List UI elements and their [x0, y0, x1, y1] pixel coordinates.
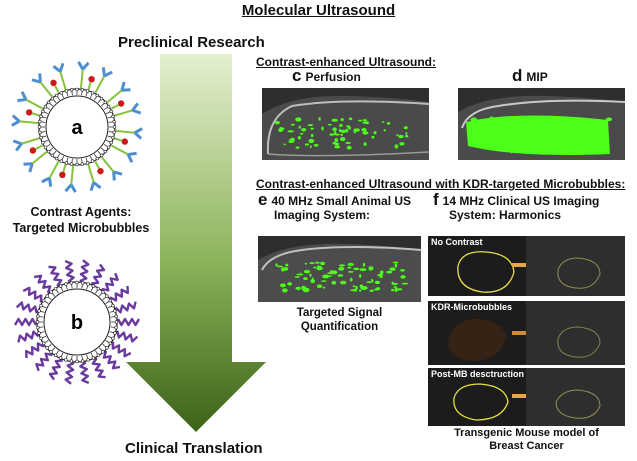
panel-c-letter: c — [292, 66, 302, 85]
panel-e-line1: 40 MHz Small Animal US — [271, 194, 412, 208]
section2-heading: Contrast-enhanced Ultrasound with KDR-ta… — [256, 177, 626, 191]
panel-d-text: MIP — [526, 70, 548, 84]
panel-c-text: Perfusion — [305, 70, 361, 84]
panel-f-caption-line1: Transgenic Mouse model of — [454, 427, 599, 439]
panel-f-letter: f — [433, 190, 439, 209]
preclinical-label: Preclinical Research — [118, 34, 265, 51]
microbubble-a: a — [11, 61, 143, 193]
figure-title: Molecular Ultrasound — [241, 2, 396, 19]
panel-f-caption: Transgenic Mouse model of Breast Cancer — [428, 427, 625, 453]
panel-e-caption: Targeted Signal Quantification — [272, 306, 407, 334]
panel-f-tag-3: Post-MB desctruction — [431, 369, 525, 379]
translation-arrow — [126, 54, 266, 432]
panel-e-caption-line2: Quantification — [300, 321, 379, 333]
panel-e-image — [258, 236, 421, 302]
clinical-label: Clinical Translation — [125, 440, 263, 457]
panel-f-tag-2: KDR-Microbubbles — [431, 302, 512, 312]
panel-d-image — [458, 88, 625, 160]
panel-f-caption-line2: Breast Cancer — [489, 440, 564, 452]
caption-line-1: Contrast Agents: — [30, 205, 132, 219]
microbubble-caption: Contrast Agents: Targeted Microbubbles — [2, 204, 160, 236]
panel-f-post-destruction: Post-MB desctruction — [428, 368, 625, 426]
caption-line-2: Targeted Microbubbles — [12, 221, 150, 235]
panel-f-kdr-microbubbles: KDR-Microbubbles — [428, 301, 625, 365]
panel-f-line1: 14 MHz Clinical US Imaging — [442, 194, 600, 208]
panel-f-line2: System: Harmonics — [449, 208, 562, 222]
microbubble-b-letter: b — [71, 312, 83, 334]
panel-f-no-contrast: No Contrast — [428, 236, 625, 296]
panel-e-caption-line1: Targeted Signal — [296, 307, 383, 319]
panel-f-tag-1: No Contrast — [431, 237, 483, 247]
panel-e-line2: Imaging System: — [274, 208, 371, 222]
panel-c-image — [262, 88, 429, 160]
panel-e-letter: e — [258, 190, 268, 209]
microbubble-a-letter: a — [71, 117, 83, 139]
panel-d-letter: d — [512, 66, 523, 85]
section1-heading: Contrast-enhanced Ultrasound: — [256, 55, 437, 69]
microbubble-b: b — [13, 259, 141, 385]
